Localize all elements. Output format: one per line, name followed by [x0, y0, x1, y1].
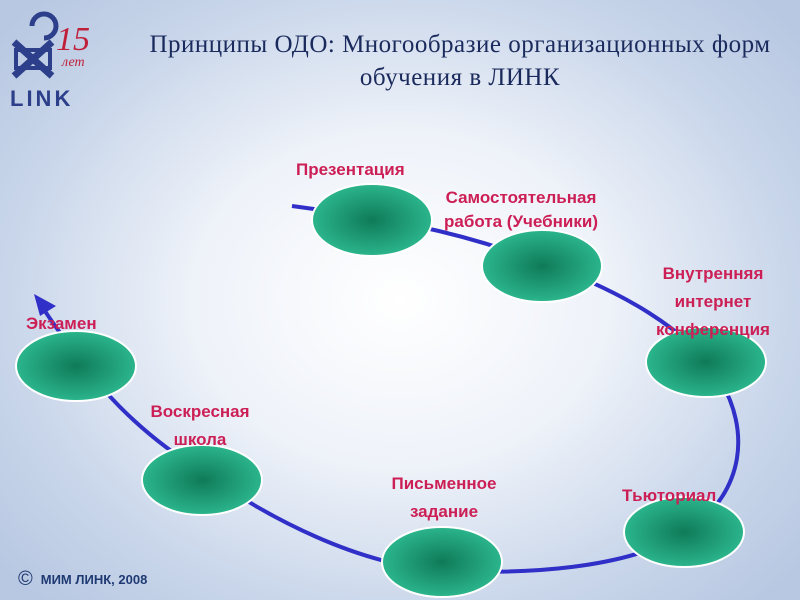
copyright-icon: © [18, 568, 33, 590]
label-self-study: Самостоятельная работа (Учебники) [444, 186, 598, 234]
label-line: интернет [674, 292, 752, 311]
slide-title-line-2: обучения в ЛИНК [359, 64, 561, 91]
label-presentation: Презентация [296, 158, 405, 182]
label-exam: Экзамен [26, 312, 97, 336]
label-line: Письменное [391, 474, 497, 493]
node-exam [15, 330, 137, 402]
label-line: школа [173, 430, 227, 449]
logo-brand: LINK [10, 86, 73, 111]
label-line: Внутренняя [662, 264, 764, 283]
node-internet-conf [645, 326, 767, 398]
node-self-study [481, 229, 603, 303]
link-logo-icon: 15 лет LINK [6, 6, 116, 116]
label-written: Письменное задание [374, 470, 514, 526]
label-line: Тьюториал [622, 486, 717, 505]
label-line: Самостоятельная [445, 188, 597, 207]
label-line: Презентация [296, 160, 405, 179]
label-line: работа (Учебники) [444, 212, 598, 231]
slide-title-line-1: Принципы ОДО: Многообразие организационн… [149, 31, 771, 58]
node-presentation [311, 183, 433, 257]
slide-title: Принципы ОДО: Многообразие организационн… [120, 28, 800, 94]
footer-text: МИМ ЛИНК, 2008 [40, 572, 148, 587]
label-line: задание [409, 502, 479, 521]
label-internet-conf: Внутренняя интернет конференция [638, 260, 788, 344]
logo-years-word: лет [61, 55, 85, 70]
label-line: Экзамен [26, 314, 97, 333]
logo-years-number: 15 [56, 21, 90, 58]
cycle-arrowhead-icon [34, 294, 56, 316]
label-line: конференция [656, 320, 770, 339]
label-sunday: Воскресная школа [132, 398, 268, 454]
label-tutorial: Тьюториал [622, 484, 716, 508]
node-tutorial [623, 496, 745, 568]
label-line: Воскресная [150, 402, 250, 421]
footer: © МИМ ЛИНК, 2008 [18, 568, 147, 591]
node-sunday [141, 444, 263, 516]
node-written [381, 526, 503, 598]
